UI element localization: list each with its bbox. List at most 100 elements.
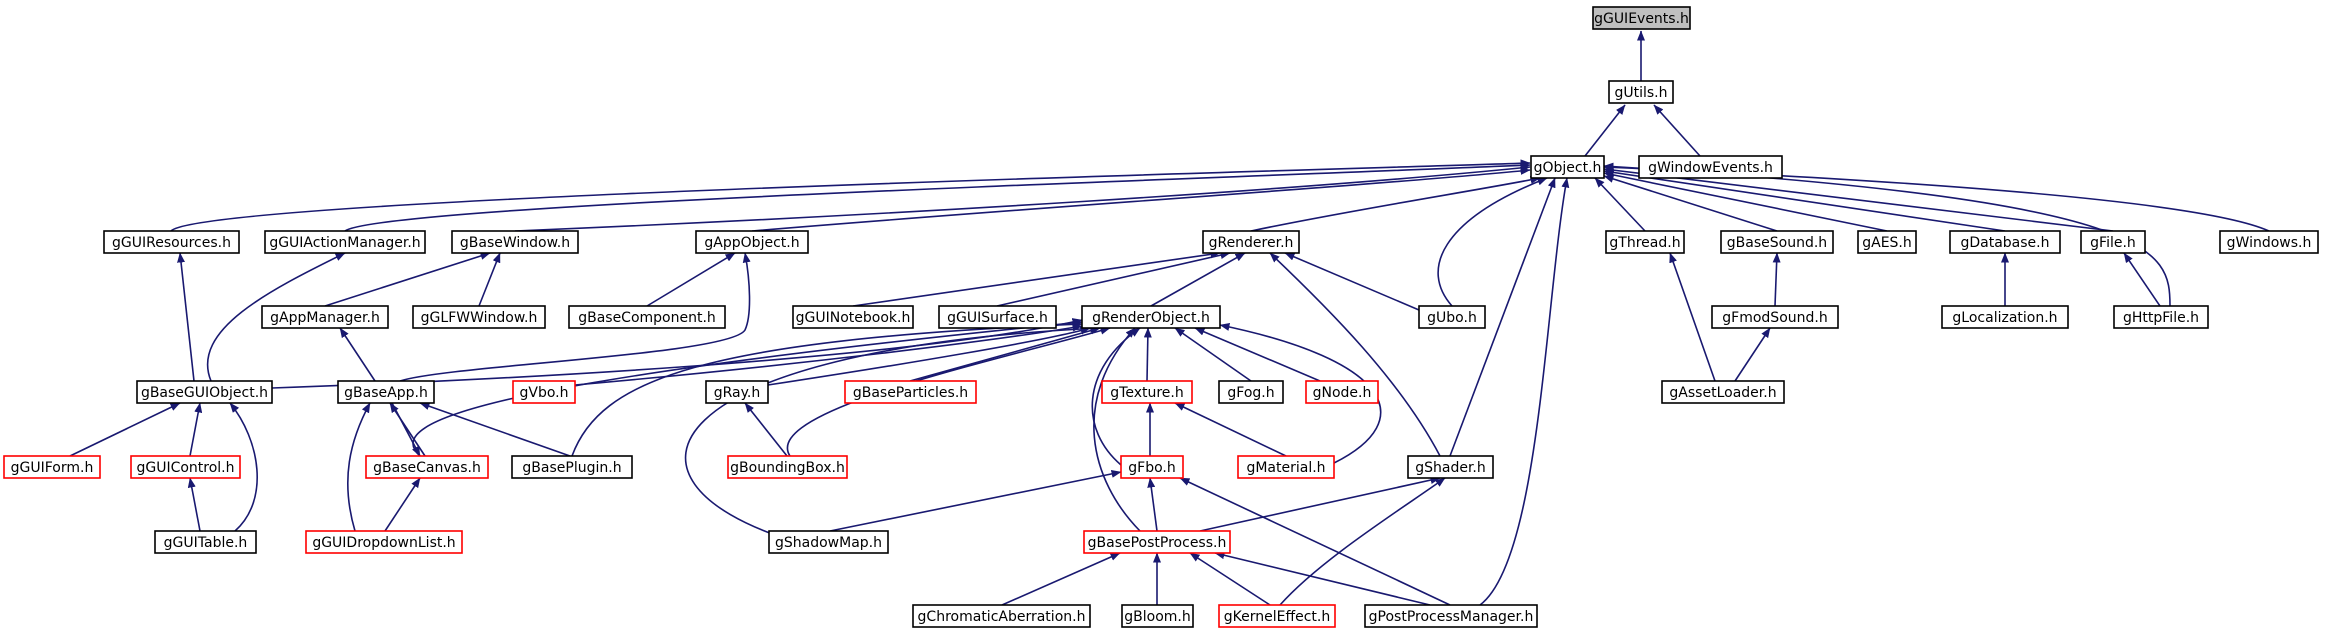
edge-gFmodSound-to-gBaseSound [1772,252,1781,307]
node-gLocalization[interactable]: gLocalization.h [1941,305,2069,329]
edge-gRay-to-gRenderObject [767,326,1091,386]
node-box [1661,380,1785,404]
edge-gChromaticAberration-to-gBasePostProcess [1001,552,1121,606]
node-label: gBaseApp.h [344,385,428,401]
node-gRenderer[interactable]: gRenderer.h [1202,230,1300,254]
node-box [1237,455,1335,479]
node-gMaterial[interactable]: gMaterial.h [1237,455,1335,479]
edge-gKernelEffect-to-gShader [1279,477,1446,606]
node-box [938,305,1057,329]
node-box [727,455,848,479]
edge-gKernelEffect-to-gBasePostProcess [1189,552,1271,606]
node-gBaseApp[interactable]: gBaseApp.h [337,380,435,404]
edge-gBaseApp-to-gBaseCanvas [391,402,421,457]
node-gHttpFile[interactable]: gHttpFile.h [2113,305,2209,329]
node-label: gBaseSound.h [1727,235,1827,251]
node-gShadowMap[interactable]: gShadowMap.h [768,530,889,554]
edge-gAssetLoader-to-gFmodSound [1734,327,1771,382]
node-gGUIResources[interactable]: gGUIResources.h [103,230,240,254]
edge-line [852,250,1221,307]
node-gFog[interactable]: gFog.h [1218,380,1284,404]
node-gThread[interactable]: gThread.h [1605,230,1685,254]
node-label: gGLFWWindow.h [421,310,538,326]
node-gDatabase[interactable]: gDatabase.h [1949,230,2061,254]
node-label: gGUIResources.h [112,235,231,251]
node-gChromaticAberration[interactable]: gChromaticAberration.h [912,604,1091,628]
edge-line [1584,104,1626,157]
node-label: gGUIControl.h [136,460,234,476]
node-box [261,305,389,329]
node-gAppManager[interactable]: gAppManager.h [261,305,389,329]
node-gGUINotebook[interactable]: gGUINotebook.h [792,305,914,329]
edge-gGUITable-to-gGUIControl [187,477,201,532]
edge-gBasePlugin-to-gRenderObject [571,320,1083,457]
edge-line [829,469,1122,532]
node-box [130,455,241,479]
edge-gObject-to-gUtils [1584,104,1626,157]
node-gUbo[interactable]: gUbo.h [1418,305,1486,329]
node-gKernelEffect[interactable]: gKernelEffect.h [1218,604,1336,628]
edge-gHttpFile-to-gObject [1603,162,2171,307]
node-gUtils[interactable]: gUtils.h [1608,80,1674,104]
edge-gGUINotebook-to-gRenderer [852,250,1221,307]
node-gPostProcessManager[interactable]: gPostProcessManager.h [1364,604,1538,628]
node-gGUITable[interactable]: gGUITable.h [154,530,257,554]
node-gRay[interactable]: gRay.h [705,380,769,404]
node-gBasePostProcess[interactable]: gBasePostProcess.h [1083,530,1231,554]
edge-gMaterial-to-gTexture [1174,402,1287,457]
node-gBaseCanvas[interactable]: gBaseCanvas.h [365,455,489,479]
node-gBloom[interactable]: gBloom.h [1121,604,1194,628]
node-label: gBoundingBox.h [730,460,845,476]
node-gWindowEvents[interactable]: gWindowEvents.h [1638,155,1783,179]
node-gBaseWindow[interactable]: gBaseWindow.h [451,230,579,254]
node-label: gTexture.h [1110,385,1183,401]
node-gAssetLoader[interactable]: gAssetLoader.h [1661,380,1785,404]
edge-gFog-to-gRenderObject [1174,327,1252,382]
node-label: gBaseCanvas.h [373,460,481,476]
node-box [337,380,435,404]
edge-line [514,163,1531,232]
node-gBoundingBox[interactable]: gBoundingBox.h [727,455,848,479]
edge-line [69,402,181,457]
edge-line [170,159,1531,232]
node-label: gGUIActionManager.h [269,235,420,251]
node-gVbo[interactable]: gVbo.h [512,380,576,404]
edge-line [1734,327,1771,382]
node-gObject[interactable]: gObject.h [1530,155,1605,179]
node-gGUIForm[interactable]: gGUIForm.h [3,455,101,479]
node-gBasePlugin[interactable]: gBasePlugin.h [511,455,633,479]
node-gBaseGUIObject[interactable]: gBaseGUIObject.h [136,380,273,404]
node-gRenderObject[interactable]: gRenderObject.h [1081,305,1221,329]
edge-line [478,252,501,307]
node-gFbo[interactable]: gFbo.h [1120,455,1184,479]
node-label: gFbo.h [1128,460,1175,476]
node-gBaseComponent[interactable]: gBaseComponent.h [568,305,726,329]
node-label: gShadowMap.h [775,535,882,551]
node-gGUIDropdownList[interactable]: gGUIDropdownList.h [305,530,463,554]
edge-line [2123,252,2161,307]
node-label: gKernelEffect.h [1224,609,1330,625]
node-label: gBaseComponent.h [578,310,716,326]
node-gFmodSound[interactable]: gFmodSound.h [1711,305,1839,329]
node-gWindows[interactable]: gWindows.h [2219,230,2319,254]
edge-gPostProcessManager-to-gObject [1479,177,1570,606]
node-gGLFWWindow[interactable]: gGLFWWindow.h [412,305,546,329]
node-gGUIActionManager[interactable]: gGUIActionManager.h [264,230,426,254]
edge-gGLFWWindow-to-gBaseWindow [478,252,501,307]
node-gBaseParticles[interactable]: gBaseParticles.h [844,380,977,404]
node-label: gFile.h [2090,235,2136,251]
node-gFile[interactable]: gFile.h [2080,230,2146,254]
edge-line [1179,477,1451,606]
node-box [1218,604,1336,628]
node-box [1202,230,1300,254]
node-gGUIControl[interactable]: gGUIControl.h [130,455,241,479]
node-gAES[interactable]: gAES.h [1857,230,1917,254]
node-gGUISurface[interactable]: gGUISurface.h [938,305,1057,329]
node-gTexture[interactable]: gTexture.h [1101,380,1193,404]
node-label: gAES.h [1862,235,1912,251]
node-gAppObject[interactable]: gAppObject.h [695,230,809,254]
node-gNode[interactable]: gNode.h [1305,380,1379,404]
node-gShader[interactable]: gShader.h [1407,455,1494,479]
node-label: gFog.h [1227,385,1274,401]
node-gBaseSound[interactable]: gBaseSound.h [1720,230,1834,254]
